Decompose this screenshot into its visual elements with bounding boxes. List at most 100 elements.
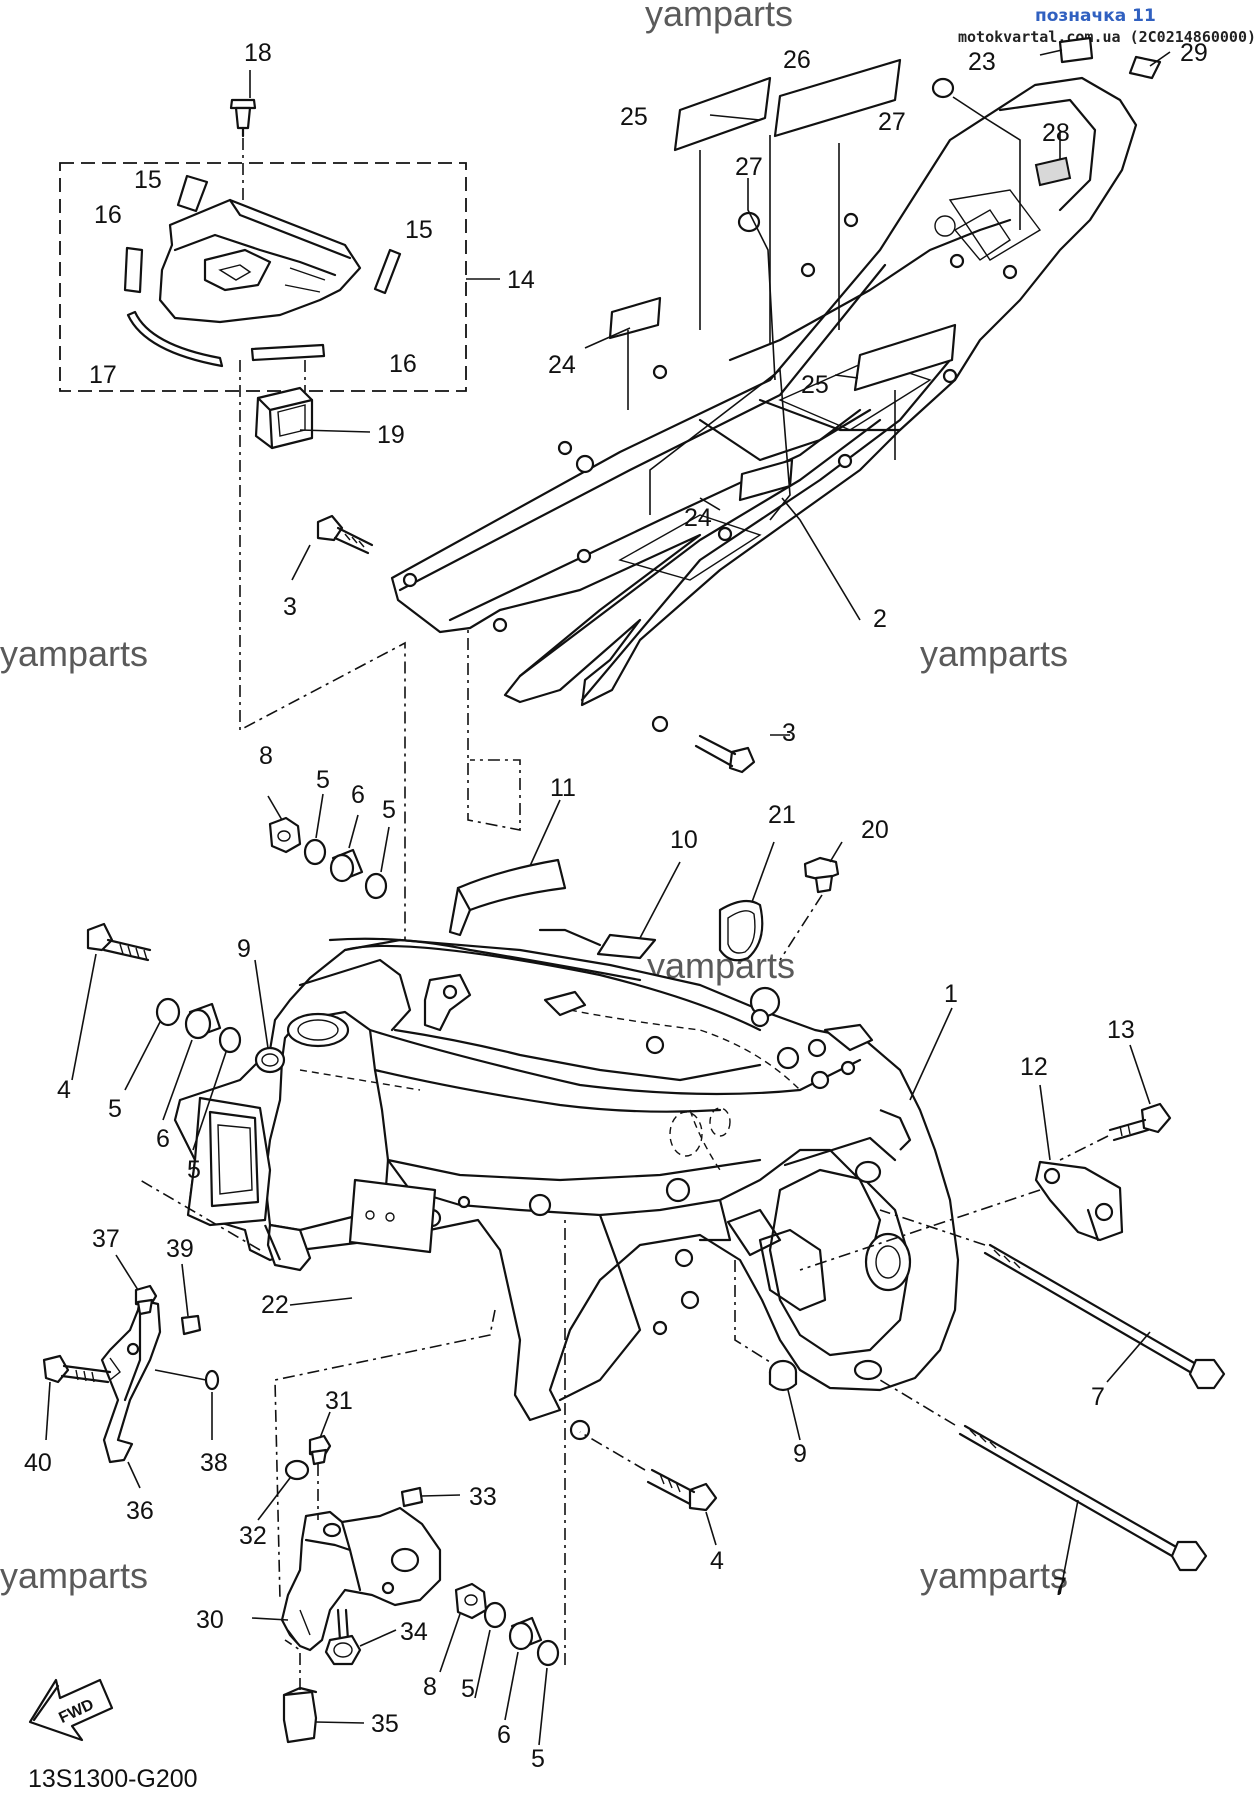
mount-hole — [949, 253, 965, 269]
leader-line — [421, 1494, 461, 1497]
leader-line — [315, 793, 324, 839]
leader-line — [1129, 1044, 1151, 1105]
centre-line — [879, 1379, 956, 1426]
leader-line — [751, 841, 775, 903]
spacer-6 — [184, 1002, 222, 1040]
callout-26: 26 — [783, 46, 811, 74]
callout-13: 13 — [1107, 1016, 1135, 1044]
mount-hole — [575, 454, 595, 474]
callout-18: 18 — [244, 39, 272, 67]
bolt-3 — [694, 734, 756, 774]
bracket-36 — [100, 1298, 162, 1464]
centre-line — [239, 360, 406, 1081]
leader-line — [1059, 1499, 1079, 1595]
leader-line — [254, 959, 269, 1049]
mount-hole — [674, 1248, 694, 1268]
mount-hole — [576, 548, 592, 564]
callout-6: 6 — [156, 1125, 170, 1153]
bolt-3 — [316, 514, 374, 555]
bracket-11 — [448, 858, 567, 937]
bracket-30 — [280, 1506, 442, 1652]
clip-33 — [400, 1486, 424, 1508]
damper-pad — [250, 343, 326, 362]
bolt-18 — [229, 98, 257, 138]
spacer-6 — [329, 848, 364, 883]
header-source: motokvartal.com.ua (2C0214860000) — [958, 28, 1256, 46]
diagram-code: 13S1300-G200 — [28, 1765, 198, 1793]
callout-2: 2 — [873, 605, 887, 633]
grommet-29 — [1128, 55, 1162, 80]
callout-11: 11 — [550, 774, 576, 802]
bolt-40 — [42, 1354, 112, 1384]
callout-34: 34 — [400, 1618, 428, 1646]
collar-5 — [155, 997, 181, 1027]
callout-40: 40 — [24, 1449, 52, 1477]
centre-line — [734, 1260, 771, 1363]
leader-line — [709, 114, 761, 121]
nut-31 — [308, 1434, 332, 1466]
callout-labels: 1 2 3 3 4 4 5 5 5 5 5 5 6 6 6 7 7 8 8 9 … — [24, 39, 1208, 1773]
mount-hole — [750, 1008, 770, 1028]
leader-line — [1149, 51, 1171, 67]
centre-line — [579, 1431, 646, 1471]
watermark: yamparts — [920, 1555, 1068, 1596]
grommet-27 — [931, 77, 955, 99]
centre-line — [467, 613, 521, 831]
callout-36: 36 — [126, 1497, 154, 1525]
leader-line — [705, 1511, 717, 1546]
callout-9: 9 — [793, 1440, 807, 1468]
leader-line — [251, 1617, 289, 1621]
callout-15: 15 — [134, 166, 162, 194]
leader-line — [781, 497, 861, 621]
callout-6: 6 — [351, 781, 365, 809]
leader-line — [162, 1039, 193, 1121]
battery-box-assembly — [59, 70, 500, 450]
leader-line — [348, 814, 359, 849]
leader-line — [439, 1613, 461, 1673]
callout-23: 23 — [968, 48, 996, 76]
callout-6: 6 — [497, 1721, 511, 1749]
leader-line — [699, 497, 721, 511]
callout-5: 5 — [108, 1095, 122, 1123]
plug-20 — [803, 856, 840, 894]
centre-line — [1059, 1135, 1109, 1161]
mount-hole — [800, 262, 816, 278]
callout-28: 28 — [1042, 119, 1070, 147]
mount-hole — [942, 368, 958, 384]
callout-5: 5 — [187, 1156, 201, 1184]
callout-16: 16 — [94, 201, 122, 229]
callout-10: 10 — [670, 826, 698, 854]
bolt-34 — [324, 1608, 362, 1666]
fwd-arrow-icon: FWD — [28, 1678, 114, 1742]
mount-hole — [651, 715, 669, 733]
collar-5 — [483, 1601, 507, 1629]
callout-3: 3 — [782, 719, 796, 747]
bolt-4 — [86, 922, 152, 962]
leader-line — [380, 826, 390, 873]
leader-line — [649, 368, 791, 521]
cover-35 — [282, 1686, 318, 1744]
callout-7: 7 — [1053, 1573, 1067, 1601]
decal-28 — [1034, 156, 1072, 187]
nut-8 — [268, 816, 302, 854]
callout-35: 35 — [371, 1710, 399, 1738]
callout-31: 31 — [325, 1387, 353, 1415]
mount-hole — [557, 440, 573, 456]
leader-line — [1039, 49, 1063, 56]
mount-hole — [717, 526, 733, 542]
leader-line — [747, 178, 776, 381]
decal-22 — [348, 1178, 437, 1254]
callout-5: 5 — [531, 1745, 545, 1773]
collar-5 — [303, 838, 327, 866]
grommet-9 — [768, 1359, 798, 1392]
leader-line — [181, 1263, 189, 1317]
leader-line — [127, 1461, 141, 1489]
mount-hole — [807, 1038, 827, 1058]
callout-38: 38 — [200, 1449, 228, 1477]
callout-24: 24 — [548, 351, 576, 379]
centre-line — [274, 1309, 496, 1601]
leader-line — [787, 1389, 801, 1441]
callout-37: 37 — [92, 1225, 120, 1253]
callout-27: 27 — [878, 108, 906, 136]
